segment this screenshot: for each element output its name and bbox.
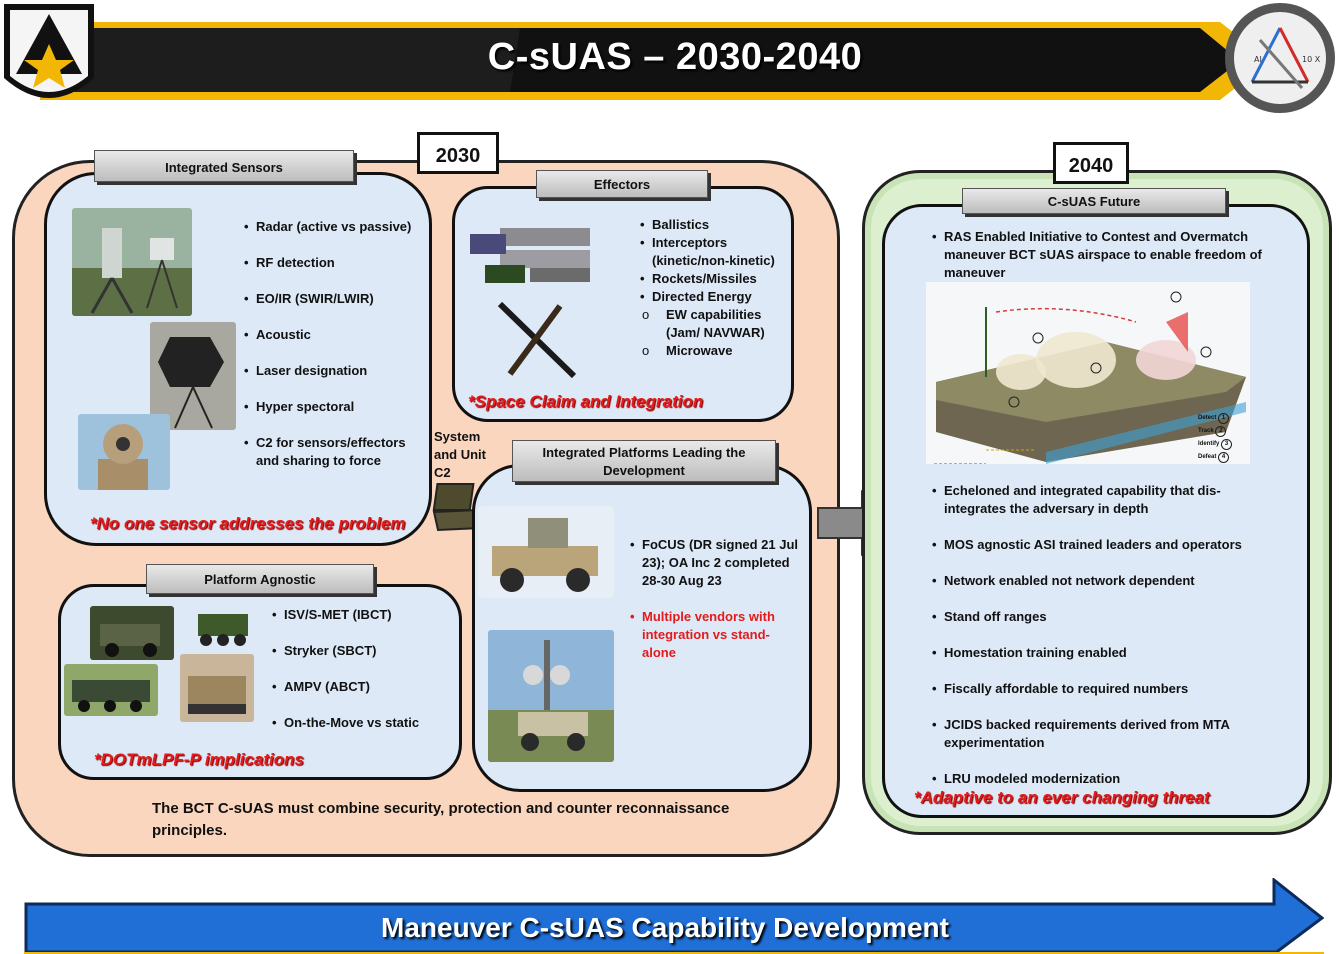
effectors-subitem: EW capabilities (Jam/ NAVWAR) — [640, 306, 790, 342]
sensors-item: C2 for sensors/effectors and sharing to … — [244, 434, 422, 470]
integrated-item-vendors: Multiple vendors with integration vs sta… — [630, 608, 800, 662]
future-item: JCIDS backed requirements derived from M… — [932, 716, 1262, 752]
legend-row-track: Track 2 — [1198, 425, 1252, 438]
system-c2-label: System and Unit C2 — [434, 429, 486, 480]
year-2040-label: 2040 — [1053, 142, 1129, 184]
effectors-item: Rockets/Missiles — [640, 270, 790, 288]
platform-item: ISV/S-MET (IBCT) — [272, 606, 454, 624]
sensors-title: Integrated Sensors — [94, 150, 354, 182]
seal-text-10x: 10 X — [1302, 55, 1321, 64]
footer-banner-text: Maneuver C-sUAS Capability Development — [381, 912, 949, 943]
effectors-subitem: Microwave — [640, 342, 790, 360]
isv-vehicle-photo — [90, 606, 174, 660]
focus-vehicle-photo — [478, 506, 614, 598]
stryker-vehicle-photo — [64, 664, 158, 716]
summary-text: The BCT C-sUAS must combine security, pr… — [152, 800, 730, 839]
sensors-item: RF detection — [244, 254, 422, 272]
sensors-item: Radar (active vs passive) — [244, 218, 422, 236]
platform-item: Stryker (SBCT) — [272, 642, 454, 660]
legend-row-detect: Detect 1 — [1198, 412, 1252, 425]
legend-num: 2 — [1215, 426, 1227, 437]
radar-trailer-photo — [488, 630, 614, 762]
effectors-list: Ballistics Interceptors (kinetic/non-kin… — [640, 216, 790, 360]
integrated-platforms-title: Integrated Platforms Leading the Develop… — [512, 440, 776, 482]
effectors-note: *Space Claim and Integration — [468, 392, 704, 411]
sensors-item: Acoustic — [244, 326, 422, 344]
future-item: Stand off ranges — [932, 608, 1262, 626]
acoustic-sensor-photo — [150, 322, 236, 430]
effectors-item: Ballistics — [640, 216, 790, 234]
futures-command-star-icon — [4, 4, 94, 98]
platform-note: *DOTmLPF-P implications — [94, 750, 305, 769]
ballistic-launcher-photo — [460, 210, 606, 298]
seal-text-ai: AI — [1254, 55, 1262, 64]
capability-development-arrow — [24, 878, 1324, 954]
legend-row-identify: Identify 3 — [1198, 438, 1252, 451]
eo-ir-turret-photo — [78, 414, 170, 490]
platform-item: On-the-Move vs static — [272, 714, 454, 732]
diagram-legend: Detect 1 Track 2 Identify 3 Defeat 4 — [1198, 412, 1252, 464]
future-item: Echeloned and integrated capability that… — [932, 482, 1262, 518]
page-title: C-sUAS – 2030-2040 — [487, 36, 863, 78]
future-item: Fiscally affordable to required numbers — [932, 680, 1262, 698]
ampv-vehicle-photo — [180, 654, 254, 722]
future-note: *Adaptive to an ever changing threat — [914, 788, 1210, 807]
radar-sensor-photo — [72, 208, 192, 316]
future-title: C-sUAS Future — [962, 188, 1226, 214]
integrated-item-focus: FoCUS (DR signed 21 Jul 23); OA Inc 2 co… — [630, 536, 800, 590]
header-banner — [40, 22, 1270, 100]
legend-label: Track — [1198, 428, 1214, 434]
future-item: Network enabled not network dependent — [932, 572, 1262, 590]
future-lead-item: RAS Enabled Initiative to Contest and Ov… — [932, 228, 1262, 282]
platform-list: ISV/S-MET (IBCT) Stryker (SBCT) AMPV (AB… — [272, 606, 454, 732]
smet-robot-photo — [192, 600, 254, 652]
platform-item: AMPV (ABCT) — [272, 678, 454, 696]
legend-num: 1 — [1218, 413, 1230, 424]
effectors-item: Interceptors (kinetic/non-kinetic) — [640, 234, 790, 270]
legend-num: 4 — [1218, 452, 1230, 463]
effectors-item: Directed Energy — [640, 288, 790, 306]
legend-label: Identify — [1198, 441, 1220, 447]
future-item: Homestation training enabled — [932, 644, 1262, 662]
sensors-note: *No one sensor addresses the problem — [90, 514, 406, 533]
sensors-item: Hyper spectoral — [244, 398, 422, 416]
effectors-title: Effectors — [536, 170, 708, 198]
interceptor-drone-icon — [497, 301, 577, 379]
year-2030-label: 2030 — [417, 132, 499, 174]
legend-label: Detect — [1198, 415, 1217, 421]
future-list: Echeloned and integrated capability that… — [932, 482, 1262, 788]
sensors-item: Laser designation — [244, 362, 422, 380]
ai-seal-icon: AI 10 X — [1225, 3, 1335, 113]
platform-agnostic-title: Platform Agnostic — [146, 564, 374, 594]
legend-label: Defeat — [1198, 454, 1217, 460]
laptop-icon — [432, 483, 482, 532]
future-lead: RAS Enabled Initiative to Contest and Ov… — [932, 228, 1262, 282]
legend-num: 3 — [1221, 439, 1233, 450]
legend-row-defeat: Defeat 4 — [1198, 451, 1252, 464]
layered-defense-diagram — [926, 282, 1250, 464]
future-item: MOS agnostic ASI trained leaders and ope… — [932, 536, 1262, 554]
future-item: LRU modeled modernization — [932, 770, 1262, 788]
sensors-list: Radar (active vs passive) RF detection E… — [244, 218, 422, 470]
integrated-list: FoCUS (DR signed 21 Jul 23); OA Inc 2 co… — [630, 536, 800, 662]
sensors-item: EO/IR (SWIR/LWIR) — [244, 290, 422, 308]
